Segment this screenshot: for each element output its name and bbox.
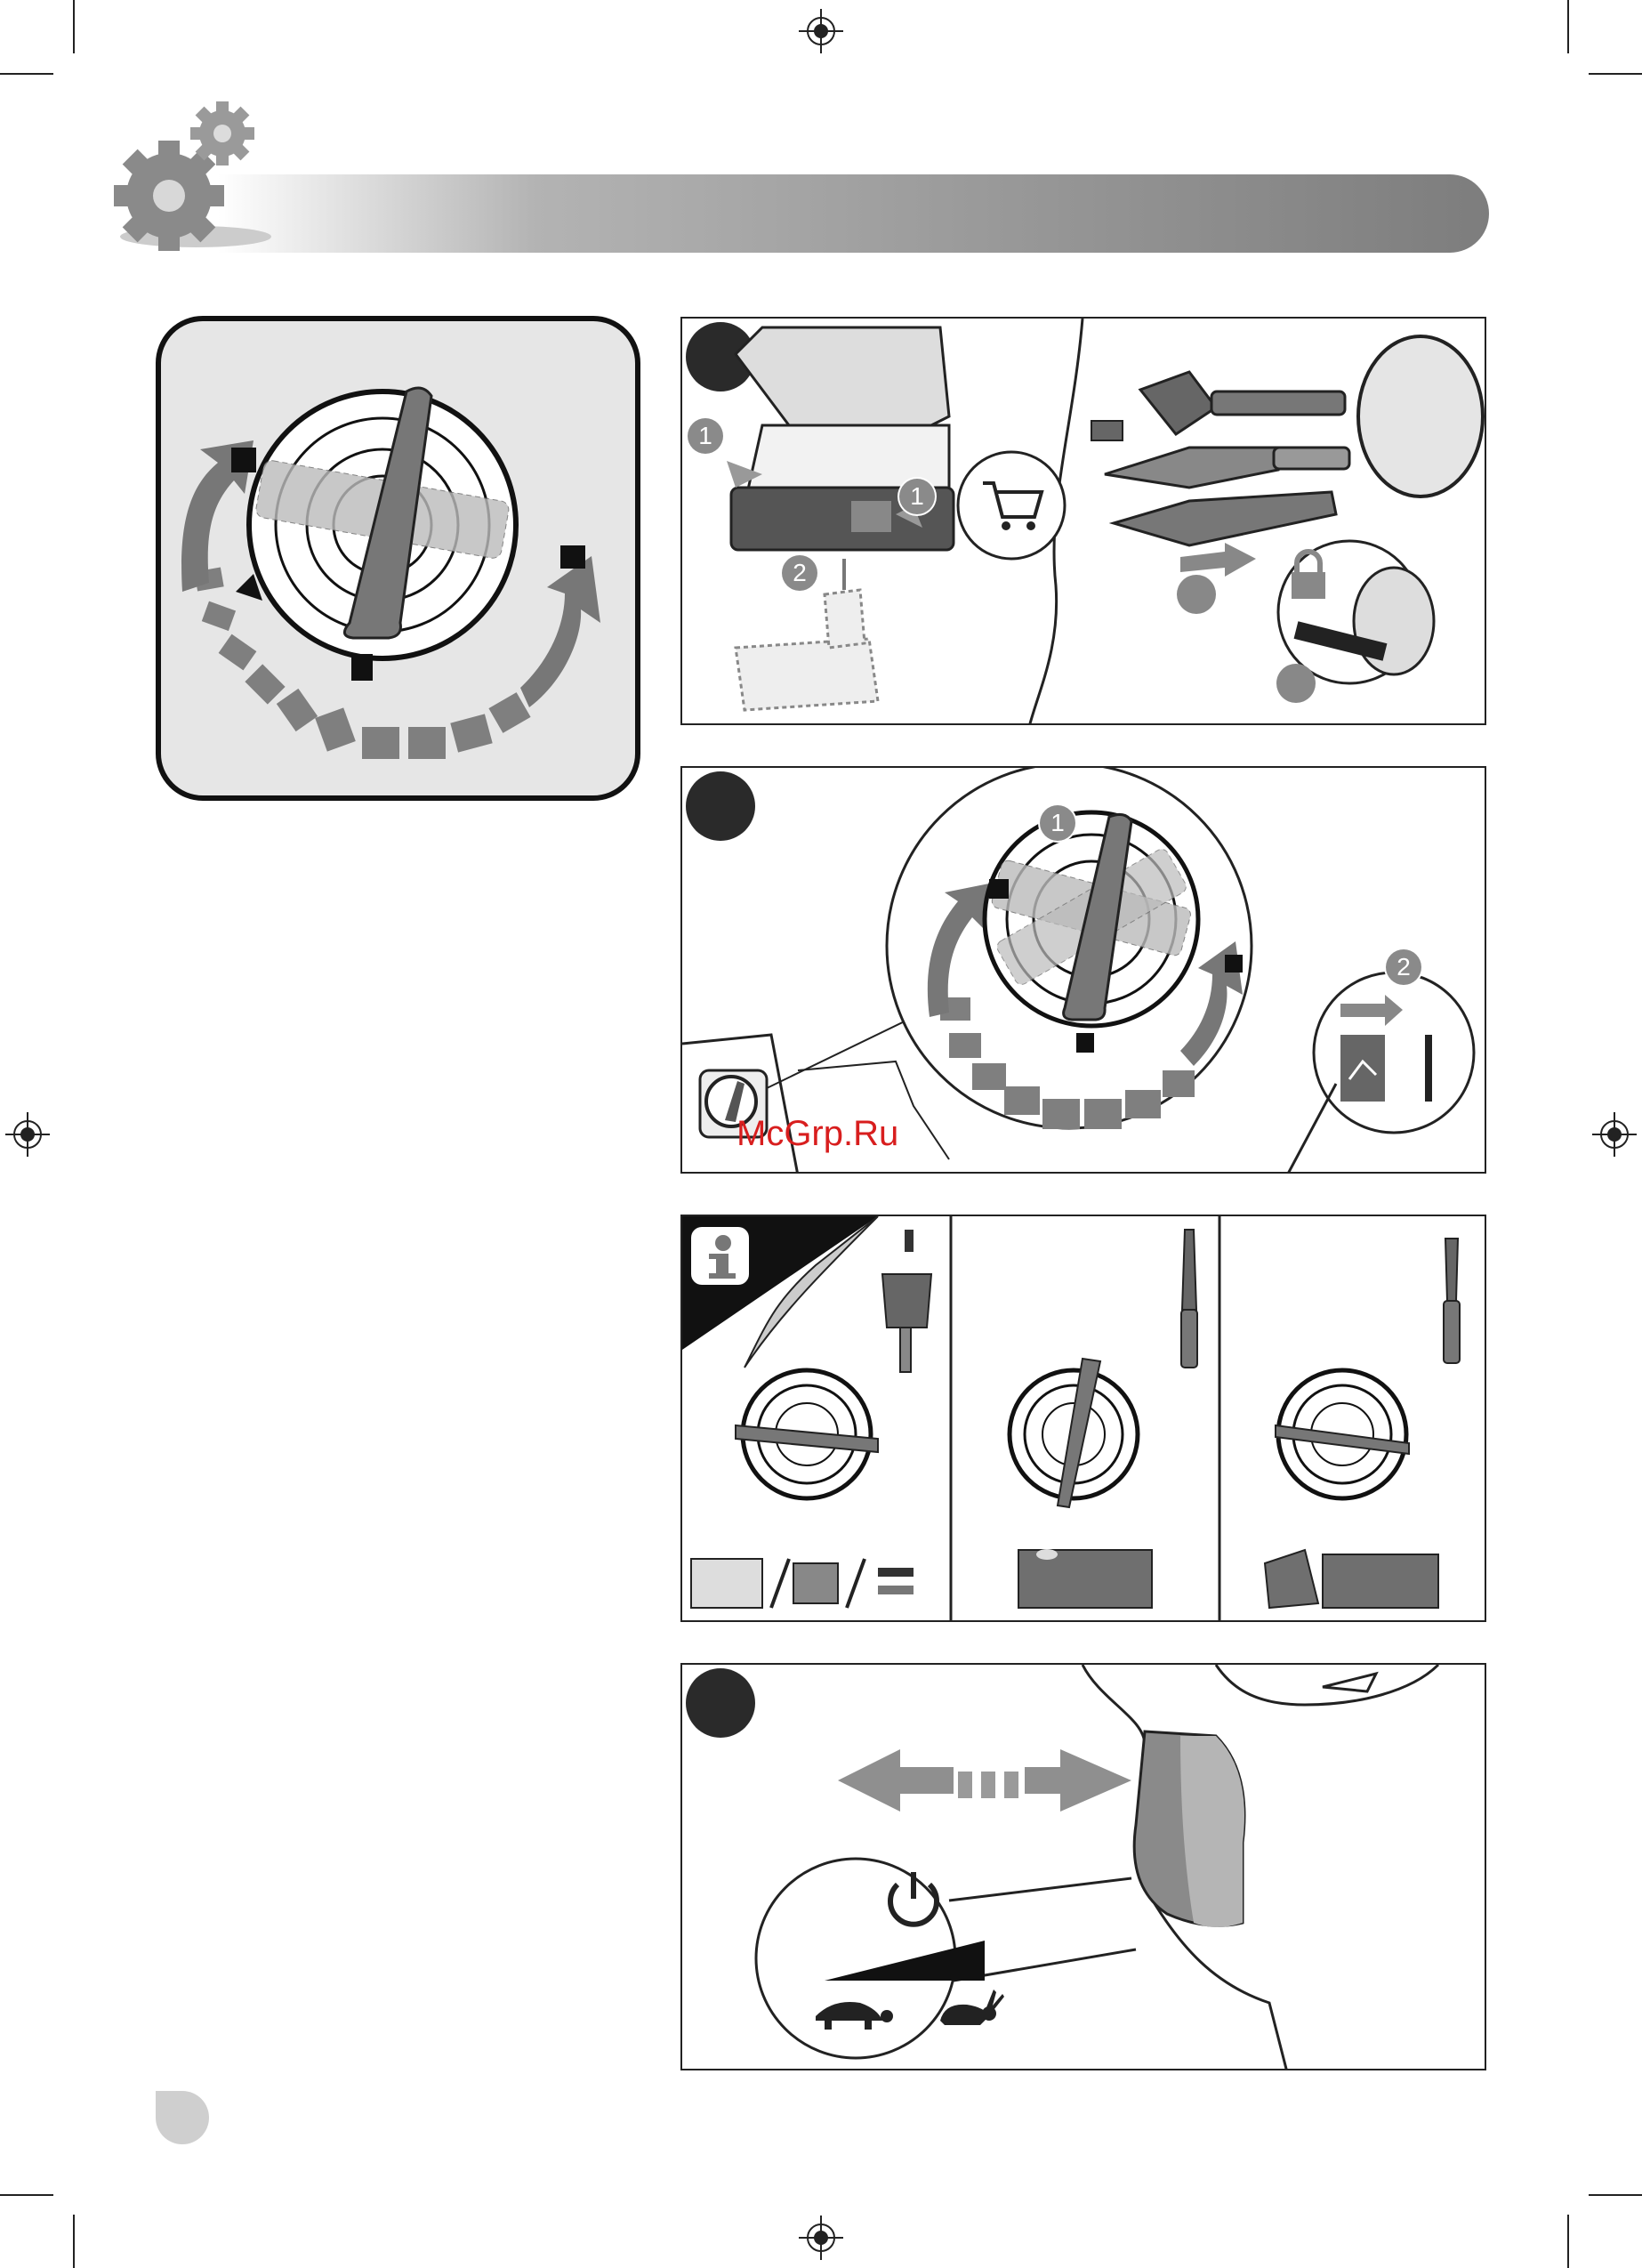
panel-speed-trigger [680,1663,1486,2070]
step-badge: 2 [1386,949,1421,985]
registration-mark-top [799,9,843,53]
panel-battery-bits: 1 1 2 [680,317,1486,725]
gear-icon [114,141,224,251]
panel-mode-selector: 1 2 [680,766,1486,1174]
mode-examples-illustration [682,1216,1486,1622]
gear-icon [190,101,254,165]
crop-mark [0,2194,53,2196]
crop-mark [0,73,53,75]
header-band [111,98,1490,258]
crop-mark [1589,2194,1642,2196]
registration-mark-right [1592,1112,1637,1157]
crop-mark [73,2215,75,2268]
crop-mark [1567,2215,1569,2268]
step-badge: 2 [782,555,817,591]
mode-selector-overview [156,316,640,801]
step-badge: 1 [688,418,723,454]
registration-mark-left [5,1112,50,1157]
panel-mode-examples [680,1215,1486,1622]
page-marker [156,2091,209,2144]
registration-mark-bottom [799,2216,843,2260]
crop-mark [1589,73,1642,75]
speed-trigger-illustration [682,1665,1486,2070]
chuck-bits-illustration [922,319,1486,725]
crop-mark [73,0,75,53]
watermark-text: McGrp.Ru [736,1114,898,1154]
step-badge: 1 [1040,805,1075,841]
crop-mark [1567,0,1569,53]
info-icon [691,1227,749,1285]
selector-zoom-illustration [682,768,1486,1174]
